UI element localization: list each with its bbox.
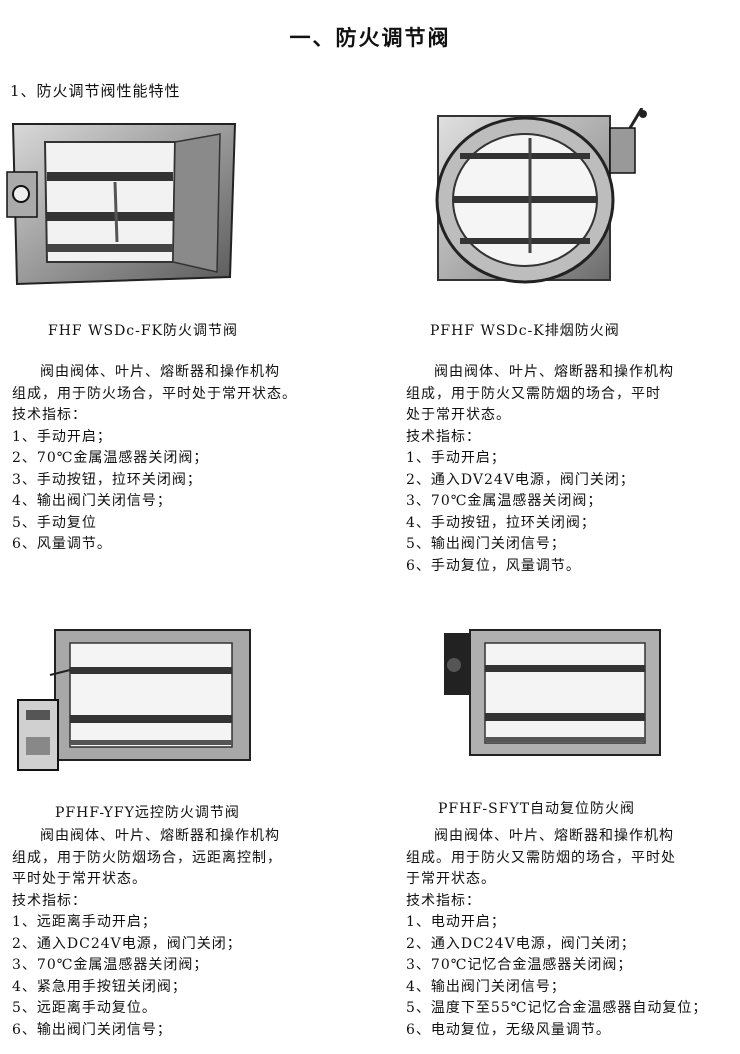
specs-title: 技术指标： <box>406 428 481 445</box>
specs-title: 技术指标： <box>406 892 481 909</box>
desc-line: 组成，用于防火防烟场合，远距离控制， <box>12 849 282 866</box>
section-title: 1、防火调节阀性能特性 <box>10 82 181 100</box>
spec-item: 1、远距离手动开启； <box>12 914 157 930</box>
desc-line: 阀由阀体、叶片、熔断器和操作机构 <box>434 828 674 844</box>
spec-item: 6、手动复位，风量调节。 <box>406 557 581 574</box>
product-description: 阀由阀体、叶片、熔断器和操作机构 组成，用于防火场合，平时处于常开状态。 技术指… <box>12 362 297 556</box>
spec-item: 3、70℃金属温感器关闭阀； <box>12 957 209 973</box>
product-photo-sfyt <box>440 625 665 760</box>
desc-line: 处于常开状态。 <box>406 407 511 423</box>
spec-item: 1、电动开启； <box>406 914 506 930</box>
desc-line: 阀由阀体、叶片、熔断器和操作机构 <box>434 364 674 380</box>
spec-item: 5、远距离手动复位。 <box>12 1000 157 1016</box>
spec-item: 4、紧急用手按钮关闭阀； <box>12 978 187 995</box>
spec-item: 6、电动复位，无级风量调节。 <box>406 1021 611 1038</box>
product-caption: FHF WSDc-FK防火调节阀 <box>48 323 239 339</box>
spec-item: 5、手动复位 <box>12 514 97 531</box>
product-caption: PFHF WSDc-K排烟防火阀 <box>430 323 620 339</box>
desc-line: 组成，用于防火又需防烟的场合，平时 <box>406 385 661 402</box>
product-description: 阀由阀体、叶片、熔断器和操作机构 组成，用于防火防烟场合，远距离控制， 平时处于… <box>12 826 282 1041</box>
product-photo-fk <box>5 112 240 290</box>
page-title: 一、防火调节阀 <box>289 25 451 50</box>
specs-title: 技术指标： <box>12 892 87 909</box>
product-photo-yfy <box>10 625 255 783</box>
desc-line: 阀由阀体、叶片、熔断器和操作机构 <box>40 364 280 380</box>
spec-item: 2、通入DC24V电源，阀门关闭； <box>12 935 242 952</box>
product-description: 阀由阀体、叶片、熔断器和操作机构 组成。用于防火又需防烟的场合，平时处 于常开状… <box>406 826 707 1041</box>
spec-item: 2、通入DV24V电源，阀门关闭； <box>406 471 635 488</box>
product-photo-k <box>430 108 660 288</box>
spec-item: 6、输出阀门关闭信号； <box>12 1021 172 1038</box>
spec-item: 3、手动按钮，拉环关闭阀； <box>12 471 202 488</box>
spec-item: 3、70℃金属温感器关闭阀； <box>406 493 603 509</box>
desc-line: 组成。用于防火又需防烟的场合，平时处 <box>406 849 676 866</box>
spec-item: 2、70℃金属温感器关闭阀； <box>12 450 209 466</box>
desc-line: 组成，用于防火场合，平时处于常开状态。 <box>12 385 297 402</box>
desc-line: 平时处于常开状态。 <box>12 871 147 887</box>
product-caption: PFHF-YFY远控防火调节阀 <box>55 805 240 821</box>
spec-item: 4、输出阀门关闭信号； <box>406 978 566 995</box>
product-description: 阀由阀体、叶片、熔断器和操作机构 组成，用于防火又需防烟的场合，平时 处于常开状… <box>406 362 674 577</box>
spec-item: 3、70℃记忆合金温感器关闭阀； <box>406 957 633 973</box>
spec-item: 1、手动开启； <box>406 450 506 466</box>
spec-item: 4、输出阀门关闭信号； <box>12 493 172 509</box>
specs-title: 技术指标： <box>12 407 87 423</box>
spec-item: 6、风量调节。 <box>12 536 112 552</box>
spec-item: 4、手动按钮，拉环关闭阀； <box>406 514 596 531</box>
product-caption: PFHF-SFYT自动复位防火阀 <box>438 801 636 817</box>
spec-item: 1、手动开启； <box>12 428 112 445</box>
desc-line: 于常开状态。 <box>406 871 496 887</box>
spec-item: 2、通入DC24V电源，阀门关闭； <box>406 935 636 952</box>
desc-line: 阀由阀体、叶片、熔断器和操作机构 <box>40 828 280 844</box>
spec-item: 5、温度下至55℃记忆合金温感器自动复位； <box>406 1000 708 1016</box>
spec-item: 5、输出阀门关闭信号； <box>406 536 566 552</box>
